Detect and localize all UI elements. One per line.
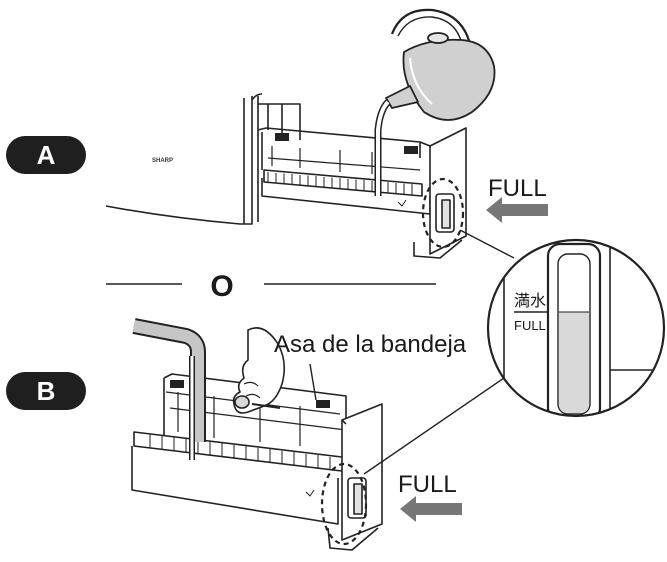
full-mark-highlight-a <box>421 177 465 249</box>
full-label-b: FULL <box>398 471 457 498</box>
full-label-a: FULL <box>488 175 547 202</box>
full-mark-highlight-b <box>320 462 368 546</box>
arrow-icon-a <box>486 197 548 223</box>
water-hose-icon <box>132 318 206 460</box>
or-separator: O <box>106 270 436 303</box>
option-a-badge: A <box>6 136 86 174</box>
zoom-connector-bottom <box>363 377 505 475</box>
tank-tab-right-label: 取手 <box>406 148 416 155</box>
option-b-label: B <box>37 376 56 406</box>
tank-tab-left-label: 取手 <box>277 135 287 142</box>
water-level-zoom-view: 満水 FULL <box>486 238 666 418</box>
brand-logo: SHARP <box>152 158 173 164</box>
humidifier-body: SHARP <box>105 93 301 225</box>
arrow-icon-b <box>400 496 462 522</box>
option-b-badge: B <box>6 372 86 410</box>
full-small-label: FULL <box>514 318 546 333</box>
hand-icon <box>232 327 286 414</box>
zoom-connector-top <box>459 229 515 259</box>
tray-handle-label: Asa de la bandeja <box>274 331 467 358</box>
or-label: O <box>210 270 233 303</box>
tray-handle-leader-line <box>309 363 317 401</box>
option-a-label: A <box>37 140 56 170</box>
kettle-icon <box>374 8 496 196</box>
water-tank-a: 取手 取手 <box>257 127 467 259</box>
full-kanji-label: 満水 <box>514 291 546 310</box>
